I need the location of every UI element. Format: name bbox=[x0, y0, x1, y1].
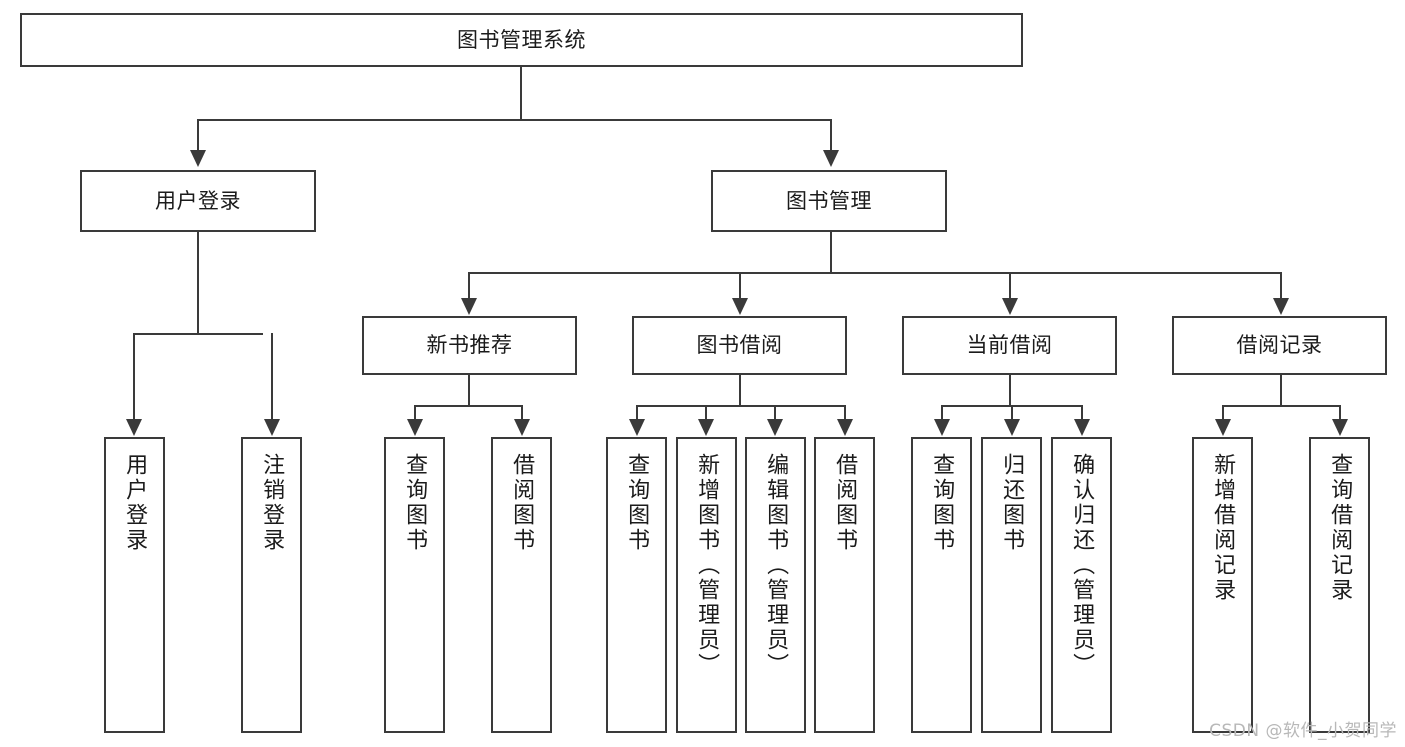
connector-user-login-bar bbox=[133, 333, 263, 335]
node-root-system[interactable]: 图书管理系统 bbox=[20, 13, 1023, 67]
connector-new-book-bar bbox=[414, 405, 522, 407]
node-label: 注销登录 bbox=[259, 453, 285, 553]
leaf-edit-book-admin[interactable]: 编辑图书（管理员） bbox=[745, 437, 806, 733]
node-label: 查询借阅记录 bbox=[1327, 453, 1353, 603]
node-label: 查询图书 bbox=[929, 453, 955, 553]
leaf-query-book-borrow[interactable]: 查询图书 bbox=[606, 437, 667, 733]
arrowhead-book-borrow-leaf-2 bbox=[698, 419, 714, 436]
node-label: 用户登录 bbox=[155, 188, 241, 213]
node-label: 图书管理系统 bbox=[457, 27, 586, 52]
node-label: 新增图书（管理员） bbox=[694, 453, 720, 678]
node-label: 当前借阅 bbox=[966, 333, 1053, 358]
arrowhead-borrow-record-leaf-2 bbox=[1332, 419, 1348, 436]
arrowhead-user-login-leaf-2 bbox=[264, 419, 280, 436]
node-current-borrow[interactable]: 当前借阅 bbox=[902, 316, 1117, 375]
node-label: 查询图书 bbox=[624, 453, 650, 553]
leaf-logout[interactable]: 注销登录 bbox=[241, 437, 302, 733]
connector-book-manage-stem bbox=[830, 232, 832, 273]
connector-borrow-record-to-leaf-2 bbox=[1339, 405, 1341, 420]
node-label: 借阅图书 bbox=[509, 453, 535, 553]
connector-book-manage-to-borrow bbox=[739, 272, 741, 299]
arrowhead-book-manage-new-book bbox=[461, 298, 477, 315]
connector-book-manage-to-record bbox=[1280, 272, 1282, 299]
arrowhead-book-manage-borrow bbox=[732, 298, 748, 315]
connector-current-borrow-stem bbox=[1009, 375, 1011, 406]
arrowhead-book-manage-current bbox=[1002, 298, 1018, 315]
leaf-confirm-return-admin[interactable]: 确认归还（管理员） bbox=[1051, 437, 1112, 733]
connector-current-borrow-to-leaf-2 bbox=[1011, 405, 1013, 420]
connector-borrow-record-stem bbox=[1280, 375, 1282, 406]
connector-root-to-book-manage bbox=[830, 119, 832, 151]
leaf-query-book-current[interactable]: 查询图书 bbox=[911, 437, 972, 733]
arrowhead-current-borrow-leaf-1 bbox=[934, 419, 950, 436]
arrowhead-book-borrow-leaf-1 bbox=[629, 419, 645, 436]
arrowhead-current-borrow-leaf-3 bbox=[1074, 419, 1090, 436]
connector-book-borrow-to-leaf-2 bbox=[705, 405, 707, 420]
connector-book-borrow-to-leaf-4 bbox=[844, 405, 846, 420]
connector-book-borrow-bar bbox=[636, 405, 846, 407]
arrowhead-new-book-leaf-2 bbox=[514, 419, 530, 436]
leaf-add-borrow-record[interactable]: 新增借阅记录 bbox=[1192, 437, 1253, 733]
connector-book-borrow-to-leaf-1 bbox=[636, 405, 638, 420]
watermark-csdn: CSDN @软件_小贺同学 bbox=[1209, 721, 1397, 741]
connector-current-borrow-to-leaf-1 bbox=[941, 405, 943, 420]
leaf-user-login[interactable]: 用户登录 bbox=[104, 437, 165, 733]
node-book-borrow[interactable]: 图书借阅 bbox=[632, 316, 847, 375]
connector-user-login-to-leaf-1 bbox=[133, 333, 135, 420]
leaf-borrow-book[interactable]: 借阅图书 bbox=[814, 437, 875, 733]
arrowhead-new-book-leaf-1 bbox=[407, 419, 423, 436]
connector-book-borrow-stem bbox=[739, 375, 741, 406]
arrowhead-root-to-book-manage bbox=[823, 150, 839, 167]
arrowhead-current-borrow-leaf-2 bbox=[1004, 419, 1020, 436]
node-label: 新书推荐 bbox=[426, 333, 513, 358]
connector-book-borrow-to-leaf-3 bbox=[774, 405, 776, 420]
arrowhead-borrow-record-leaf-1 bbox=[1215, 419, 1231, 436]
leaf-borrow-book-recommend[interactable]: 借阅图书 bbox=[491, 437, 552, 733]
node-label: 归还图书 bbox=[999, 453, 1025, 553]
connector-root-bar bbox=[197, 119, 832, 121]
connector-root-stem bbox=[520, 67, 522, 120]
connector-borrow-record-bar bbox=[1222, 405, 1340, 407]
arrowhead-book-borrow-leaf-4 bbox=[837, 419, 853, 436]
node-borrow-record[interactable]: 借阅记录 bbox=[1172, 316, 1387, 375]
node-user-login[interactable]: 用户登录 bbox=[80, 170, 316, 232]
connector-new-book-to-leaf-2 bbox=[521, 405, 523, 420]
connector-book-manage-to-current bbox=[1009, 272, 1011, 299]
connector-user-login-stem bbox=[197, 232, 199, 334]
node-label: 编辑图书（管理员） bbox=[763, 453, 789, 678]
connector-new-book-stem bbox=[468, 375, 470, 406]
connector-book-manage-to-new-book bbox=[468, 272, 470, 299]
node-label: 用户登录 bbox=[122, 453, 148, 553]
connector-new-book-to-leaf-1 bbox=[414, 405, 416, 420]
arrowhead-root-to-user-login bbox=[190, 150, 206, 167]
node-new-book-recommend[interactable]: 新书推荐 bbox=[362, 316, 577, 375]
node-book-management[interactable]: 图书管理 bbox=[711, 170, 947, 232]
arrowhead-book-manage-record bbox=[1273, 298, 1289, 315]
leaf-return-book[interactable]: 归还图书 bbox=[981, 437, 1042, 733]
connector-borrow-record-to-leaf-1 bbox=[1222, 405, 1224, 420]
node-label: 图书管理 bbox=[786, 188, 872, 213]
connector-user-login-to-leaf-2 bbox=[271, 333, 273, 420]
connector-root-to-user-login bbox=[197, 119, 199, 151]
connector-book-manage-bar bbox=[468, 272, 1280, 274]
node-label: 借阅记录 bbox=[1236, 333, 1323, 358]
node-label: 查询图书 bbox=[402, 453, 428, 553]
arrowhead-user-login-leaf-1 bbox=[126, 419, 142, 436]
node-label: 图书借阅 bbox=[696, 333, 783, 358]
node-label: 确认归还（管理员） bbox=[1069, 453, 1095, 678]
leaf-query-borrow-record[interactable]: 查询借阅记录 bbox=[1309, 437, 1370, 733]
leaf-add-book-admin[interactable]: 新增图书（管理员） bbox=[676, 437, 737, 733]
node-label: 借阅图书 bbox=[832, 453, 858, 553]
leaf-query-book-recommend[interactable]: 查询图书 bbox=[384, 437, 445, 733]
arrowhead-book-borrow-leaf-3 bbox=[767, 419, 783, 436]
node-label: 新增借阅记录 bbox=[1210, 453, 1236, 603]
connector-current-borrow-to-leaf-3 bbox=[1081, 405, 1083, 420]
